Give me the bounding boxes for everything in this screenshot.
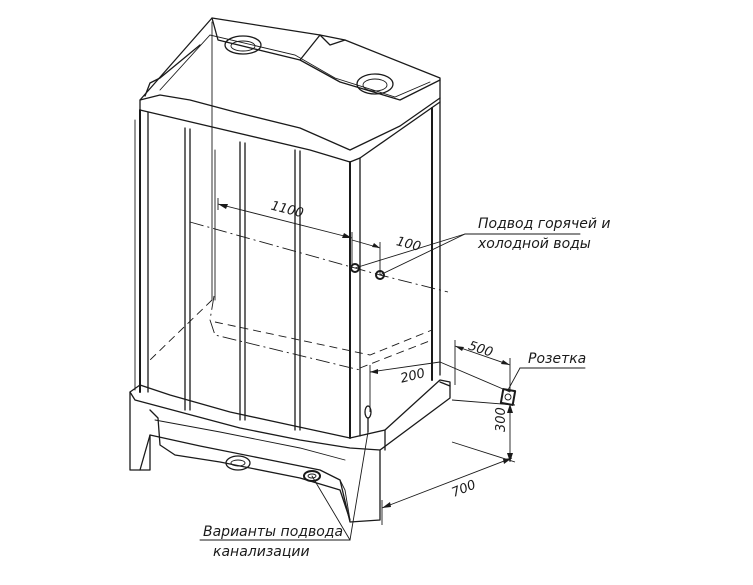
dim-200: 200 bbox=[399, 366, 427, 387]
label-drain-line2: канализации bbox=[213, 544, 310, 560]
power-socket-icon bbox=[499, 388, 517, 406]
top-light-left-icon bbox=[224, 35, 262, 55]
label-socket: Розетка bbox=[528, 351, 586, 367]
dim-100: 100 bbox=[395, 234, 423, 255]
drain-outlet-front-icon bbox=[303, 470, 321, 482]
dim-300: 300 bbox=[494, 407, 509, 432]
label-water-supply-line2: холодной воды bbox=[477, 236, 591, 252]
shower-tray bbox=[129, 379, 451, 523]
label-water-supply-line1: Подвод горячей и bbox=[478, 216, 610, 232]
tray-logo-icon bbox=[225, 455, 251, 471]
label-drain-line1: Варианты подвода bbox=[203, 524, 343, 540]
water-inlet-hot-icon bbox=[350, 263, 360, 273]
top-light-right-icon bbox=[356, 73, 394, 95]
cabin-walls bbox=[134, 21, 441, 439]
dim-700: 700 bbox=[450, 478, 479, 501]
water-inlet-cold-icon bbox=[375, 270, 385, 280]
dimension-lines bbox=[189, 198, 586, 541]
cabin-top-canopy bbox=[139, 17, 441, 163]
dim-500: 500 bbox=[466, 339, 494, 361]
